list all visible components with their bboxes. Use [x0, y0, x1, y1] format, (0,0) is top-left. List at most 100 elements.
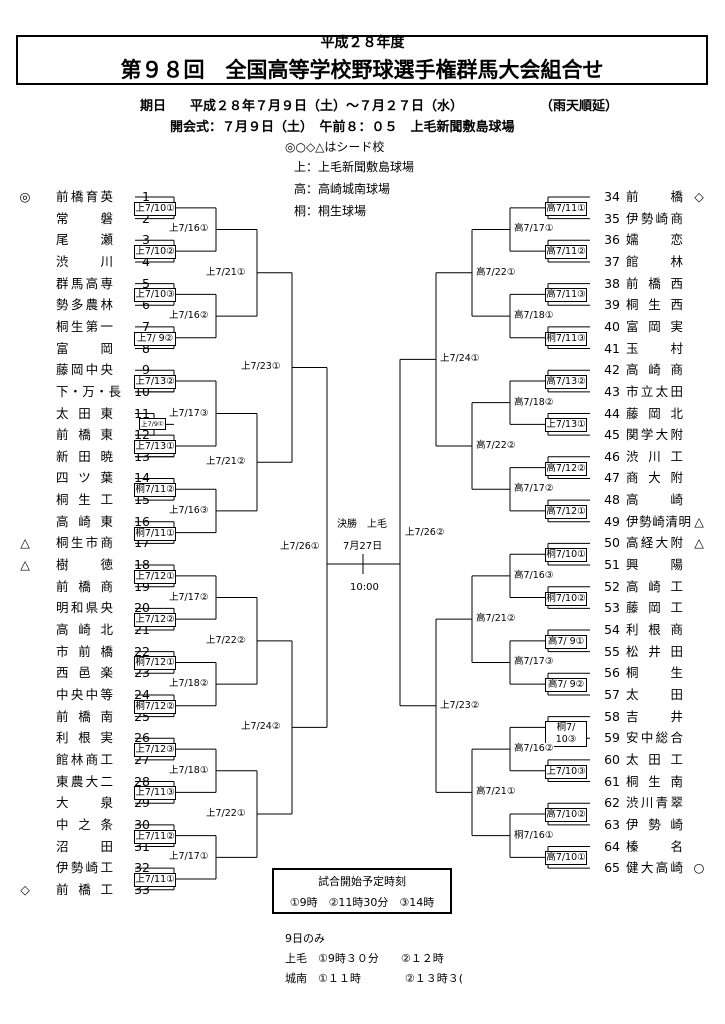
team-name: 松井田 [626, 643, 683, 659]
seed-mark: △ [694, 513, 704, 529]
team-name: 尾瀬 [56, 232, 113, 248]
team-number: 50 [604, 535, 620, 551]
match-label: 桐7/11① [134, 526, 176, 541]
semi-label: 上7/26② [404, 526, 446, 539]
team-number: 63 [604, 816, 620, 832]
team-number: 36 [604, 232, 620, 248]
seed-mark: ◇ [694, 189, 704, 204]
match-label: 上7/24② [240, 721, 282, 734]
team-name: 桐生第一 [56, 318, 113, 334]
team-name: 前橋南 [56, 708, 113, 724]
team-number: 56 [604, 665, 620, 681]
team-number: 49 [604, 513, 620, 529]
match-label: 高7/17② [513, 483, 555, 496]
team-number: 28 [134, 773, 150, 789]
team-name: 桐生市商 [56, 535, 113, 551]
seed-mark: ○ [693, 860, 705, 876]
team-number: 61 [604, 773, 620, 789]
match-label: 上7/11① [134, 872, 176, 887]
team-name: 桐生西 [626, 297, 683, 313]
team-name: 高崎 [626, 492, 683, 508]
match-label: 高7/11② [545, 245, 587, 260]
match-label: 上7/13① [545, 418, 587, 433]
team-number: 44 [604, 405, 620, 421]
team-number: 34 [604, 189, 620, 204]
team-number: 39 [604, 297, 620, 313]
match-label: 上7/24① [439, 353, 481, 366]
team-number: 18 [134, 557, 150, 573]
team-number: 37 [604, 253, 620, 269]
match-label: 高7/12① [545, 504, 587, 519]
team-number: 22 [134, 643, 150, 659]
match-label: 上7/10③ [134, 288, 176, 303]
match-label: 上7/21① [205, 266, 247, 279]
team-number: 2 [142, 210, 150, 226]
team-name: 太田東 [56, 405, 113, 421]
start-times-values: ①9時 ②11時30分 ③14時 [289, 896, 435, 909]
team-number: 58 [604, 708, 620, 724]
team-name: 前橋商 [56, 578, 113, 594]
match-label: 上7/16② [168, 310, 210, 323]
match-label: 上7/17③ [168, 407, 210, 420]
match-label: 高7/22① [475, 266, 517, 279]
match-label: 上7/16① [168, 223, 210, 236]
team-number: 47 [604, 470, 620, 486]
team-name: 高崎工 [626, 578, 683, 594]
match-label: 高7/13② [545, 375, 587, 390]
team-number: 59 [604, 730, 620, 746]
match-label: 上7/11③ [134, 786, 176, 801]
match-label: 桐7/11③ [545, 331, 587, 346]
team-name: 伊勢崎清明 [626, 513, 691, 529]
venue-legend-0: 上：上毛新聞敷島球場 [294, 160, 415, 174]
team-name: 健大高崎 [626, 860, 683, 876]
match-label: 高7/16③ [513, 569, 555, 582]
match-label: 上7/17② [168, 591, 210, 604]
team-name: 桐生工 [56, 492, 113, 508]
team-number: 52 [604, 578, 620, 594]
match-label: 高7/11① [545, 201, 587, 216]
team-name: 館林商工 [56, 751, 113, 767]
final-date: 7月27日 [343, 541, 383, 552]
seed-mark: △ [20, 557, 30, 573]
team-number: 14 [134, 470, 150, 486]
match-label: 上7/18② [168, 678, 210, 691]
team-number: 8 [142, 340, 150, 356]
match-label: 高7/21① [475, 786, 517, 799]
match-label: 桐7/16① [513, 829, 555, 842]
notes-jonan: 城南 ①１１時 ②１３時３( [285, 972, 464, 985]
team-number: 65 [604, 860, 620, 876]
seed-legend: ◎○◇△はシード校 [285, 140, 385, 154]
period-text: 平成２８年７月９日（土）～７月２７日（水） [190, 99, 464, 114]
team-number: 6 [142, 297, 150, 313]
team-name: 渋川 [56, 253, 113, 269]
match-label: 桐7/12② [134, 699, 176, 714]
seed-mark: △ [694, 535, 704, 551]
match-label: 高7/12② [545, 461, 587, 476]
team-name: 常磐 [56, 210, 113, 226]
team-name: 東農大二 [56, 773, 113, 789]
match-label: 上7/22② [205, 634, 247, 647]
team-name: 勢多農林 [56, 297, 113, 313]
team-name: 興陽 [626, 557, 683, 573]
team-number: 62 [604, 795, 620, 811]
team-name: 高崎商 [626, 362, 683, 378]
final-time: 10:00 [350, 582, 379, 593]
match-label: 上7/10① [134, 201, 176, 216]
page-title: 第９８回 全国高等学校野球選手権群馬大会組合せ [120, 58, 604, 82]
team-number: 11 [134, 405, 150, 421]
rain-note: （雨天順延） [540, 99, 619, 114]
team-name: 前橋育英 [56, 189, 113, 204]
team-number: 4 [142, 253, 150, 269]
match-label: 上7/16③ [168, 504, 210, 517]
team-number: 38 [604, 275, 620, 291]
team-number: 55 [604, 643, 620, 659]
team-name: 太田 [626, 686, 683, 702]
team-name: 伊勢崎工 [56, 860, 113, 876]
team-name: 中之条 [56, 816, 113, 832]
match-label: 上7/23① [240, 361, 282, 374]
team-number: 16 [134, 513, 150, 529]
team-name: 桐生 [626, 665, 683, 681]
team-name: 館林 [626, 253, 683, 269]
match-label: 高7/21② [475, 613, 517, 626]
